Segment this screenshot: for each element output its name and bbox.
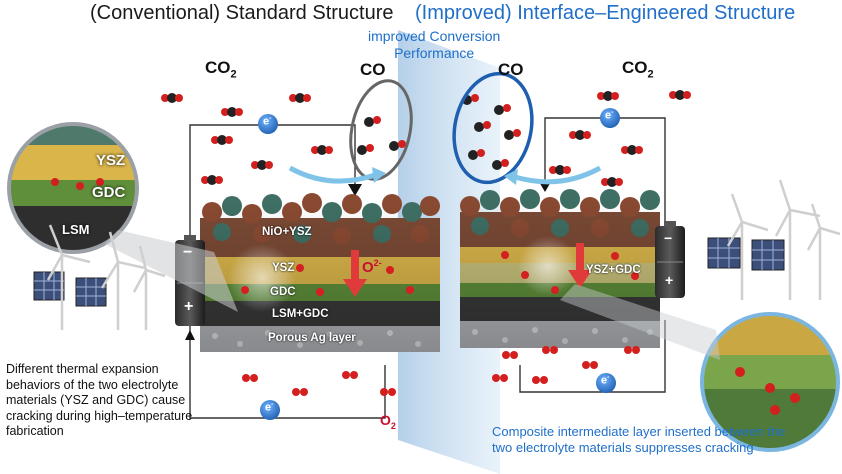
- electron-balloon-bottom-left: [260, 400, 280, 420]
- oxide-ion-text: O: [362, 259, 374, 276]
- note-thermal-expansion: Different thermal expansion behaviors of…: [6, 362, 193, 438]
- electron-sup: -: [271, 401, 274, 408]
- layer-label-lsm-gdc: LSM+GDC: [272, 308, 329, 320]
- electron-sup: -: [611, 109, 614, 116]
- electron-sup: -: [269, 115, 272, 122]
- note-composite-layer: Composite intermediate layer inserted be…: [492, 424, 786, 455]
- improved-conversion-label: improved Conversion Performance: [368, 28, 500, 62]
- electron-label-bottom-right: e-: [601, 374, 609, 387]
- title-improved: (Improved) Interface–Engineered Structur…: [415, 2, 796, 24]
- electron-symbol: e: [263, 115, 270, 128]
- co2-left-sub: 2: [230, 68, 237, 81]
- co2-molecules-right: [549, 90, 691, 187]
- improved-line-2: Performance: [394, 45, 475, 61]
- electron-balloon-bottom-right: [596, 373, 616, 393]
- electron-label-top-right: e-: [605, 109, 613, 122]
- electron-symbol: e: [265, 401, 272, 414]
- co-molecules-left: [357, 116, 406, 155]
- battery-left-minus: −: [183, 244, 193, 261]
- layer-label-porous-ag: Porous Ag layer: [268, 332, 356, 344]
- oxide-ions-in-layers: [241, 251, 639, 296]
- co-label-right: CO: [498, 60, 524, 79]
- current-arrow-left: [348, 184, 362, 196]
- improved-line-1: improved Conversion: [368, 28, 501, 44]
- layer-label-nio-ysz: NiO+YSZ: [262, 226, 312, 238]
- right-cell-stack: [460, 189, 660, 348]
- electron-label-top-left: e-: [263, 115, 271, 128]
- crack-highlight-left: [228, 244, 296, 312]
- zoom-label-gdc: GDC: [92, 184, 126, 201]
- oxide-ion-arrow-left: [343, 250, 367, 297]
- title-conventional: (Conventional) Standard Structure: [90, 2, 394, 24]
- oxide-ion-arrow-right: [568, 243, 592, 288]
- current-arrow-battery-left: [185, 330, 195, 340]
- battery-right: [655, 221, 685, 298]
- co2-label-left: CO2: [205, 58, 237, 80]
- layer-label-ysz-gdc: YSZ+GDC: [586, 264, 641, 276]
- electron-balloon-top-right: [600, 108, 620, 128]
- battery-right-plus: +: [665, 272, 674, 288]
- co2-right-sub: 2: [647, 68, 654, 81]
- layer-label-gdc: GDC: [270, 286, 296, 298]
- co2-label-right: CO2: [622, 58, 654, 80]
- co-highlight-ellipse-right: [452, 71, 534, 185]
- curved-arrow-right: [514, 165, 602, 185]
- layer-label-ysz: YSZ: [272, 262, 295, 274]
- o2-text: O: [380, 412, 391, 428]
- battery-right-minus: −: [664, 230, 673, 246]
- battery-left-plus: +: [184, 298, 194, 315]
- electron-symbol: e: [601, 374, 608, 387]
- o2-molecules: [242, 346, 640, 396]
- co2-right-text: CO: [622, 58, 648, 77]
- electron-symbol: e: [605, 109, 612, 122]
- co2-molecules-left: [161, 93, 333, 185]
- zoom-inset-left: [7, 122, 238, 312]
- wind-turbines-right: [726, 179, 841, 300]
- electron-sup: -: [607, 374, 610, 381]
- zoom-label-ysz: YSZ: [96, 152, 126, 169]
- co-label-left: CO: [360, 60, 386, 79]
- glass-divider: [398, 30, 500, 474]
- co2-left-text: CO: [205, 58, 231, 77]
- solar-panels-right: [707, 237, 785, 271]
- left-cell-stack: [200, 193, 440, 352]
- o2-label: O2: [380, 412, 396, 431]
- oxide-ion-label: O2-: [362, 258, 382, 276]
- curved-arrow-left: [288, 165, 376, 184]
- zoom-label-lsm: LSM: [62, 222, 90, 237]
- interlayer-highlight-right: [518, 236, 578, 296]
- solar-panels-left: [33, 271, 107, 307]
- oxide-ion-sup: 2-: [373, 258, 382, 268]
- electron-balloon-top-left: [258, 114, 278, 134]
- co-molecules-right: [462, 94, 521, 170]
- electron-label-bottom-left: e-: [265, 401, 273, 414]
- o2-sub: 2: [390, 420, 396, 431]
- wind-turbines-left: [46, 224, 166, 330]
